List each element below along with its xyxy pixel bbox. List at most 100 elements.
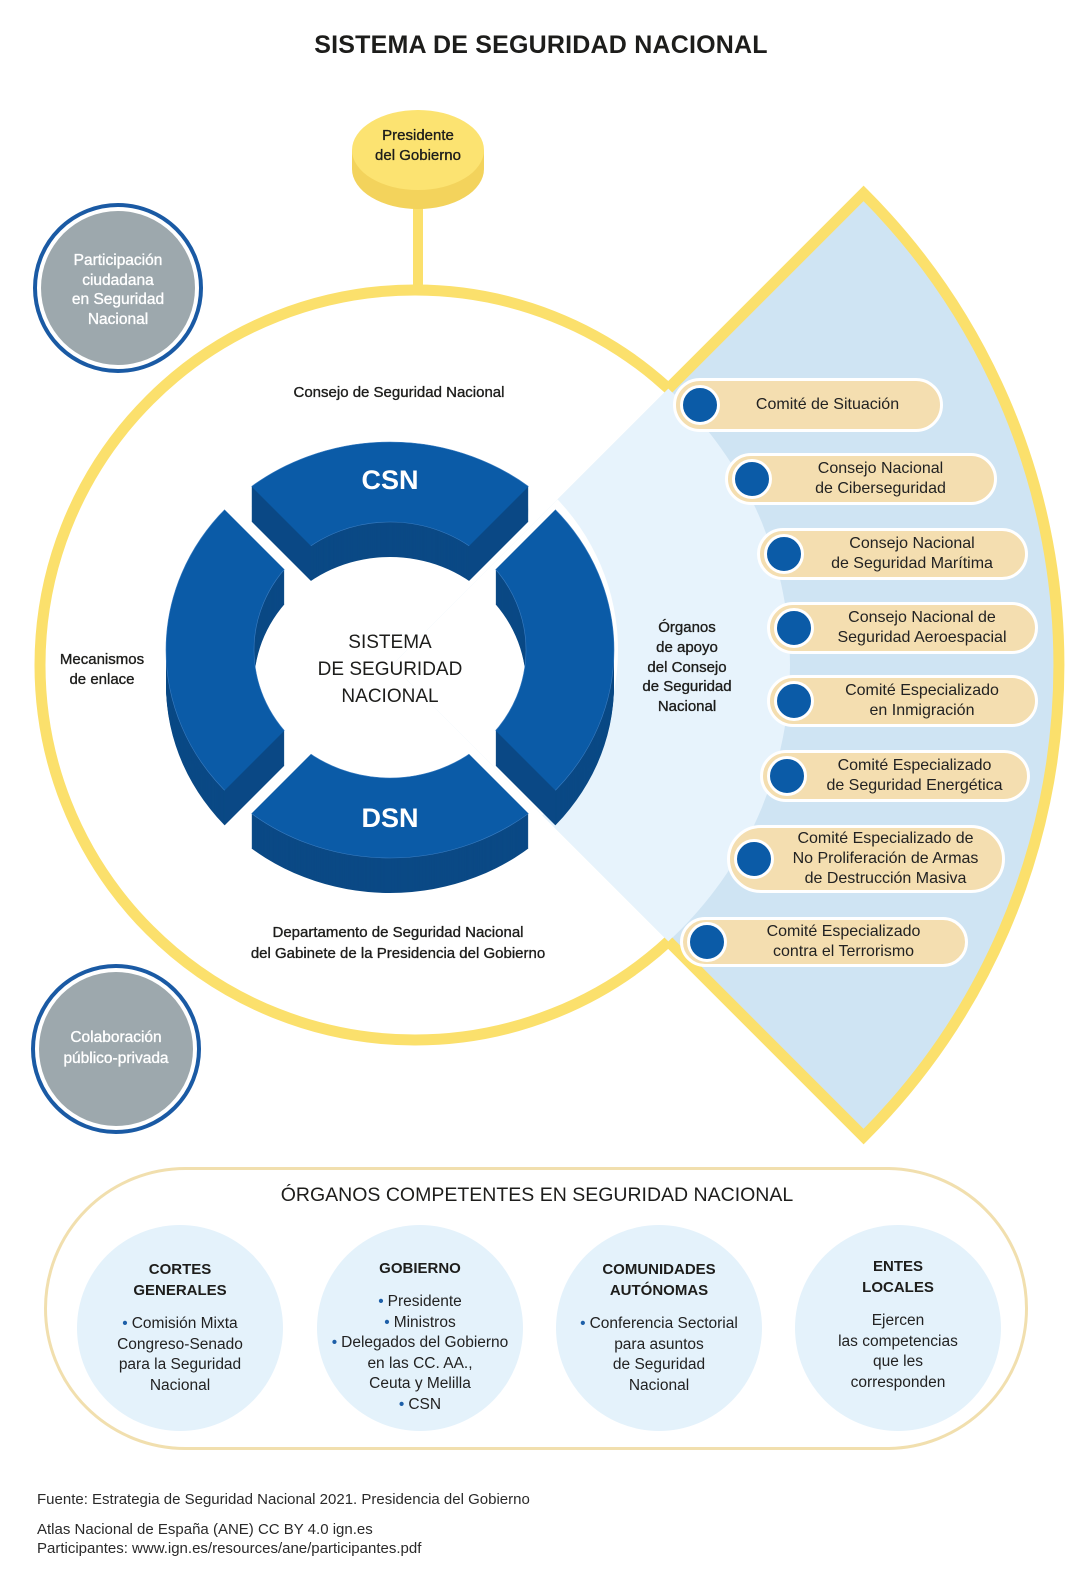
label-line: Consejo Nacional [817,460,944,477]
bullet-icon: • [398,1395,405,1413]
citizen-participation-fill [41,211,195,365]
president-label: Presidente del Gobierno [348,126,488,166]
public-private-node [31,964,201,1134]
label-line: Participación [73,252,163,269]
label-line: Comité Especializado [766,923,921,940]
support-body-label: Comité Especializado contra el Terrorism… [730,920,957,964]
bullet-dot-icon [680,385,720,425]
competent-body-items: Ejercen las competencias que les corresp… [795,1311,1001,1393]
heading-line: AUTÓNOMAS [609,1282,709,1299]
item-line: Ceuta y Melilla [369,1375,471,1393]
competent-body-items: •Conferencia Sectorial para asuntos de S… [556,1314,762,1396]
item-line: corresponden [850,1373,946,1391]
item-text: CSN [408,1395,442,1413]
bullet-dot-icon [764,534,804,574]
label-line: de enlace [69,671,135,688]
label-line: Nacional [87,310,149,328]
heading-line: CORTES [148,1261,212,1278]
label-line: Consejo Nacional [849,535,975,552]
item-line: que les [873,1353,923,1371]
bullet-icon: • [331,1334,338,1352]
support-body-label: Comité Especializado en Inmigración [817,678,1027,724]
heading-line: COMUNIDADES [602,1261,716,1278]
label-line: público-privada [63,1050,169,1067]
label-line: Comité Especializado [845,682,999,699]
president-label-line: Presidente [382,127,454,144]
item-line: •Comisión Mixta [77,1314,283,1335]
support-body-label: Comité Especializado de Seguridad Energé… [810,753,1019,799]
label-line: Seguridad Aeroespacial [837,629,1007,646]
competent-bodies-title: ÓRGANOS COMPETENTES EN SEGURIDAD NACIONA… [280,1184,794,1206]
support-body-seguridad-maritima: Consejo Nacional de Seguridad Marítima [757,528,1028,580]
participants-note: Participantes: www.ign.es/resources/ane/… [37,1540,422,1557]
competent-body-heading: CORTES GENERALES [77,1259,283,1301]
label-line: del Consejo [647,658,727,676]
bullet-dot-icon [687,922,727,962]
label-line: No Proliferación de Armas [792,850,979,867]
label-line: SISTEMA [348,632,432,653]
item-line: Nacional [149,1376,211,1394]
public-private-fill [39,972,193,1126]
item-text: Conferencia Sectorial [589,1315,738,1332]
bullet-icon: • [384,1313,390,1331]
label-line: de Ciberseguridad [815,480,946,497]
support-body-inmigracion: Comité Especializado en Inmigración [767,675,1038,727]
support-body-aeroespacial: Consejo Nacional de Seguridad Aeroespaci… [767,602,1038,654]
citizen-participation-label: Participación ciudadana en Seguridad Nac… [38,251,198,329]
bullet-dot-icon [734,839,774,879]
president-node [352,110,484,209]
label-line: de Destrucción Masiva [804,870,967,887]
support-body-no-proliferacion: Comité Especializado de No Proliferación… [727,825,1005,893]
label-line: DE SEGURIDAD [317,659,463,680]
liaison-label: Mecanismos de enlace [32,650,172,690]
label-line: contra el Terrorismo [772,943,915,960]
competent-body-heading: GOBIERNO [317,1258,523,1279]
president-connector-line [413,200,423,292]
label-line: de Seguridad Marítima [831,555,993,572]
label-line: en Seguridad [71,291,165,308]
dsn-label: DSN [361,803,419,833]
item-line: de Seguridad [612,1356,706,1374]
label-line: Comité Especializado de [797,830,974,847]
support-organs-sector-outline [664,185,1065,1145]
label-line: Consejo Nacional de [848,609,996,626]
system-center-label: SISTEMA DE SEGURIDAD NACIONAL [270,629,510,710]
label-line: de apoyo [656,638,718,656]
csn-label: CSN [361,465,419,495]
label-line: de Seguridad Energética [826,777,1003,794]
competent-body-heading: COMUNIDADES AUTÓNOMAS [556,1259,762,1301]
heading-line: GENERALES [133,1282,227,1299]
item-line: Congreso-Senado [117,1335,243,1353]
label-line: ciudadana [82,271,154,289]
bullet-icon: • [580,1315,586,1332]
item-line: para asuntos [614,1335,704,1353]
label-line: de Seguridad [642,678,732,696]
label-line: Órganos [658,619,716,636]
bullet-dot-icon [774,608,814,648]
competent-body-heading: ENTES LOCALES [795,1256,1001,1298]
support-body-label: Comité de Situación [723,381,932,429]
citizen-participation-node [33,203,203,373]
president-node-face [352,110,484,190]
item-line: las competencias [838,1332,958,1350]
competent-body-cortes-generales: CORTES GENERALES •Comisión Mixta Congres… [77,1225,283,1431]
item-text: Ministros [393,1313,456,1331]
department-label: Departamento de Seguridad Nacional del G… [198,922,598,964]
license-note: Atlas Nacional de España (ANE) CC BY 4.0… [37,1521,373,1538]
source-note: Fuente: Estrategia de Seguridad Nacional… [37,1491,530,1508]
support-body-label: Consejo Nacional de Seguridad Aeroespaci… [817,605,1027,651]
label-line: en Inmigración [869,702,975,719]
heading-line: LOCALES [862,1279,934,1296]
item-text: Presidente [387,1293,462,1310]
label-line: del Gabinete de la Presidencia del Gobie… [250,945,546,962]
label-line: Departamento de Seguridad Nacional [272,924,524,941]
bullet-dot-icon [732,459,772,499]
competent-body-comunidades-autonomas: COMUNIDADES AUTÓNOMAS •Conferencia Secto… [556,1225,762,1431]
public-private-label: Colaboración público-privada [36,1027,196,1069]
label-line: NACIONAL [341,686,439,707]
item-line: para la Seguridad [118,1356,242,1374]
item-line: Nacional [628,1376,690,1394]
page-title: SISTEMA DE SEGURIDAD NACIONAL [314,31,768,59]
support-body-ciberseguridad: Consejo Nacional de Ciberseguridad [725,453,997,505]
